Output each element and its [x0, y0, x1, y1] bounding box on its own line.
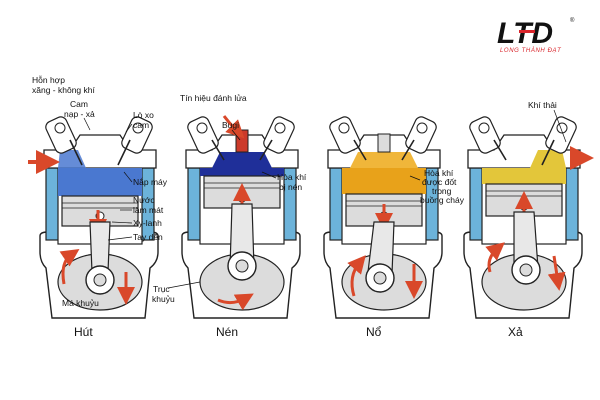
crank-rotation-arrow	[59, 249, 80, 285]
exhaust-charge	[482, 168, 566, 184]
label-cylinder-head: Nắp máy	[133, 177, 168, 187]
stage-title-intake: Hút	[74, 325, 93, 339]
logo-tagline: LONG THÀNH ĐẠT	[500, 47, 562, 54]
spark-plug	[377, 133, 391, 153]
intake-charge	[58, 168, 142, 196]
crank-rotation-arrow	[485, 242, 505, 273]
logo-mark: LTD	[497, 17, 553, 50]
label-burn-1: Hòa khí	[424, 168, 454, 178]
connecting-rod	[89, 221, 111, 273]
label-crank-web: Má khuỷu	[62, 298, 99, 308]
label-coolant-1: Nước	[133, 195, 155, 205]
label-cylinder: Xy-lanh	[133, 218, 162, 228]
stage-title-exhaust: Xả	[508, 325, 523, 339]
label-cam-2: nạp - xả	[64, 109, 95, 119]
engine-exhaust	[463, 116, 594, 319]
engine-intake	[28, 116, 159, 319]
label-ignition-signal: Tín hiệu đánh lửa	[180, 93, 247, 103]
labels: Hỗn hợp xăng - không khí Cam nạp - xả Lò…	[32, 75, 557, 308]
label-crankshaft-1: Trục	[153, 284, 170, 294]
label-compressed-2: bị nén	[279, 182, 302, 192]
intake-cam-housing	[45, 116, 77, 154]
label-spring-2: cam	[133, 120, 149, 130]
crank-rotation-arrow	[217, 293, 254, 311]
label-coolant-2: làm mát	[133, 205, 164, 215]
label-cam-1: Cam	[70, 99, 88, 109]
spark-plug	[235, 129, 249, 153]
engine-power	[323, 116, 443, 319]
label-spark-plug: Bugi	[222, 120, 239, 130]
leader-lines	[83, 109, 567, 289]
logo-accent-bar	[519, 30, 535, 33]
label-rod: Tay dên	[133, 232, 163, 242]
label-burn-2: được đốt	[422, 177, 457, 187]
stage-title-power: Nổ	[366, 325, 382, 339]
logo-registered: ®	[570, 17, 575, 24]
label-spring-1: Lò xo	[133, 110, 154, 120]
crank-rotation-arrow	[347, 255, 366, 297]
stage-titles: Hút Nén Nổ Xả	[74, 325, 523, 339]
label-exhaust: Khí thải	[528, 100, 557, 110]
label-compressed-1: Hòa khí	[277, 172, 307, 182]
combustion-charge	[342, 168, 426, 194]
label-crankshaft-2: khuỷu	[152, 294, 175, 304]
engine-compression	[181, 115, 301, 319]
label-burn-4: buồng cháy	[420, 195, 465, 205]
label-burn-3: trong	[432, 186, 452, 196]
stage-title-compression: Nén	[216, 325, 238, 339]
ignition-arrow	[222, 115, 245, 139]
compressed-charge	[200, 168, 284, 176]
brand-logo: LTD ® LONG THÀNH ĐẠT	[497, 17, 575, 54]
label-intake-mix-1: Hỗn hợp	[32, 75, 65, 85]
label-intake-mix-2: xăng - không khí	[32, 85, 95, 95]
